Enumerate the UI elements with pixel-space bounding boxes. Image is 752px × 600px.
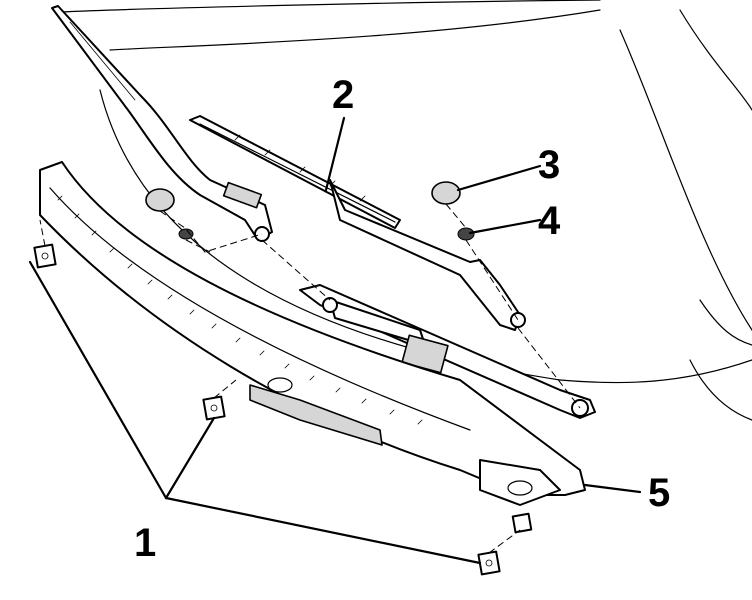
cowl-panel — [39, 161, 586, 506]
windshield-outline — [59, 0, 752, 421]
left-wiper-arm — [51, 5, 273, 242]
cap-left — [145, 188, 194, 240]
callout-2: 2 — [332, 73, 354, 117]
clip-1a — [33, 243, 57, 269]
wiper-linkage — [299, 284, 596, 419]
assembly-dash-lines — [39, 203, 581, 554]
clip-1d — [511, 512, 533, 534]
cap-3 — [431, 181, 461, 205]
wiper-blade — [189, 115, 526, 331]
callout-3: 3 — [538, 143, 560, 187]
callout-5: 5 — [648, 471, 670, 515]
leader-lines — [28, 116, 642, 565]
callout-4: 4 — [538, 199, 561, 243]
nut-4 — [457, 227, 475, 241]
callout-1: 1 — [134, 521, 156, 565]
clip-1b — [202, 395, 226, 421]
clip-1c — [477, 550, 501, 576]
